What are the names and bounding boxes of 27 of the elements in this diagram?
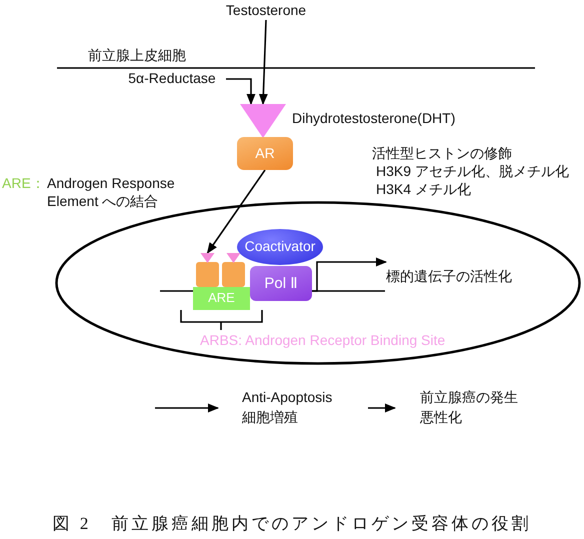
response-element-box: ARE [193, 287, 250, 310]
coactivator-ellipse: Coactivator [237, 229, 323, 265]
outcome-text: Anti-Apoptosis 細胞増殖 [218, 388, 368, 428]
arrow [206, 170, 266, 254]
hormone-label: Testosterone [225, 2, 307, 20]
arrow [312, 258, 388, 292]
cell-label: 前立腺上皮細胞 [88, 46, 186, 64]
figure-caption: 図 2 前立腺癌細胞内でのアンドロゲン受容体の役割 [52, 513, 532, 535]
enzyme-label: 5α-Reductase [118, 70, 226, 88]
arrow [155, 404, 220, 412]
site-label: ARBS: Androgen Receptor Binding Site [200, 331, 446, 350]
receptor-box: AR [237, 137, 293, 170]
molecule-label: Dihydrotestosterone(DHT) [292, 110, 456, 126]
arrow [258, 20, 268, 106]
arrow [226, 78, 256, 106]
receptor-subunit [222, 253, 245, 287]
outcome-text: 標的遺伝子の活性化 [386, 257, 561, 288]
note-text: H3K4 メチル化 [376, 180, 471, 198]
outcome-text: 前立腺癌の発生悪性化 [395, 388, 555, 428]
arrow [368, 404, 396, 412]
note-text: 活性型ヒストンの修飾 [372, 144, 512, 162]
polymerase-box: Pol Ⅱ [250, 266, 312, 301]
abbreviation-label: ARE： [2, 174, 45, 192]
note-text: H3K9 アセチル化、脱メチル化 [376, 162, 569, 180]
receptor-subunit [196, 253, 219, 287]
note-text: Androgen Response Element への結合 [47, 174, 176, 210]
ligand-triangle [240, 104, 286, 138]
